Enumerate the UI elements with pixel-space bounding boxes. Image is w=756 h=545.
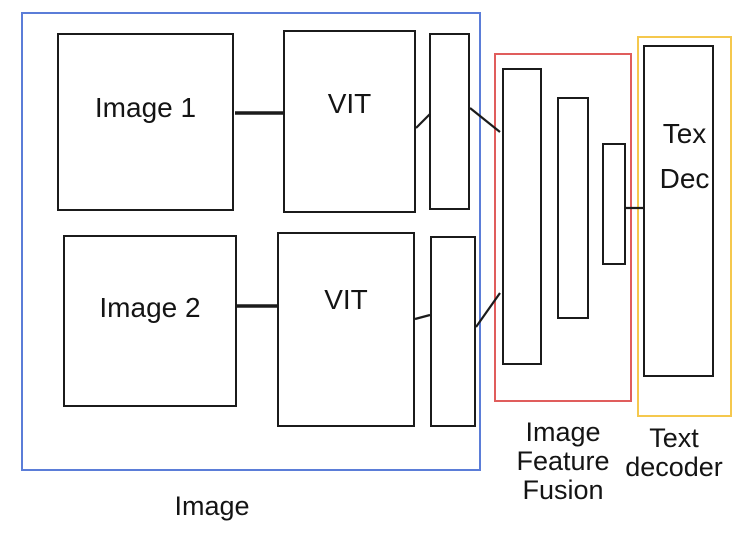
fusion-bar-2 [557, 97, 589, 319]
text-decoder-group [637, 36, 732, 417]
fusion-bar-1 [502, 68, 542, 365]
vit-2-output-bar [430, 236, 476, 427]
vit-2-label: VIT [324, 284, 368, 315]
image-2-box: Image 2 [63, 235, 237, 407]
image-pipeline-group [21, 12, 481, 471]
vit-1-box: VIT [283, 30, 416, 213]
image-2-label: Image 2 [99, 292, 201, 323]
image-1-label: Image 1 [94, 92, 197, 123]
vit-2-box: VIT [277, 232, 415, 427]
vit-1-label: VIT [327, 88, 372, 119]
decoder-group-caption: Text decoder [625, 423, 723, 482]
image-1-box: Image 1 [57, 33, 234, 211]
image-group-caption: Image [174, 491, 250, 521]
vit-1-output-bar [429, 33, 470, 210]
fusion-bar-3 [602, 143, 626, 265]
text-decoder-box: Tex Dec [643, 45, 714, 377]
fusion-group-caption: Image Feature Fusion [516, 417, 610, 505]
text-decoder-box-label: Tex Dec [659, 118, 710, 194]
feature-fusion-group [494, 53, 632, 402]
